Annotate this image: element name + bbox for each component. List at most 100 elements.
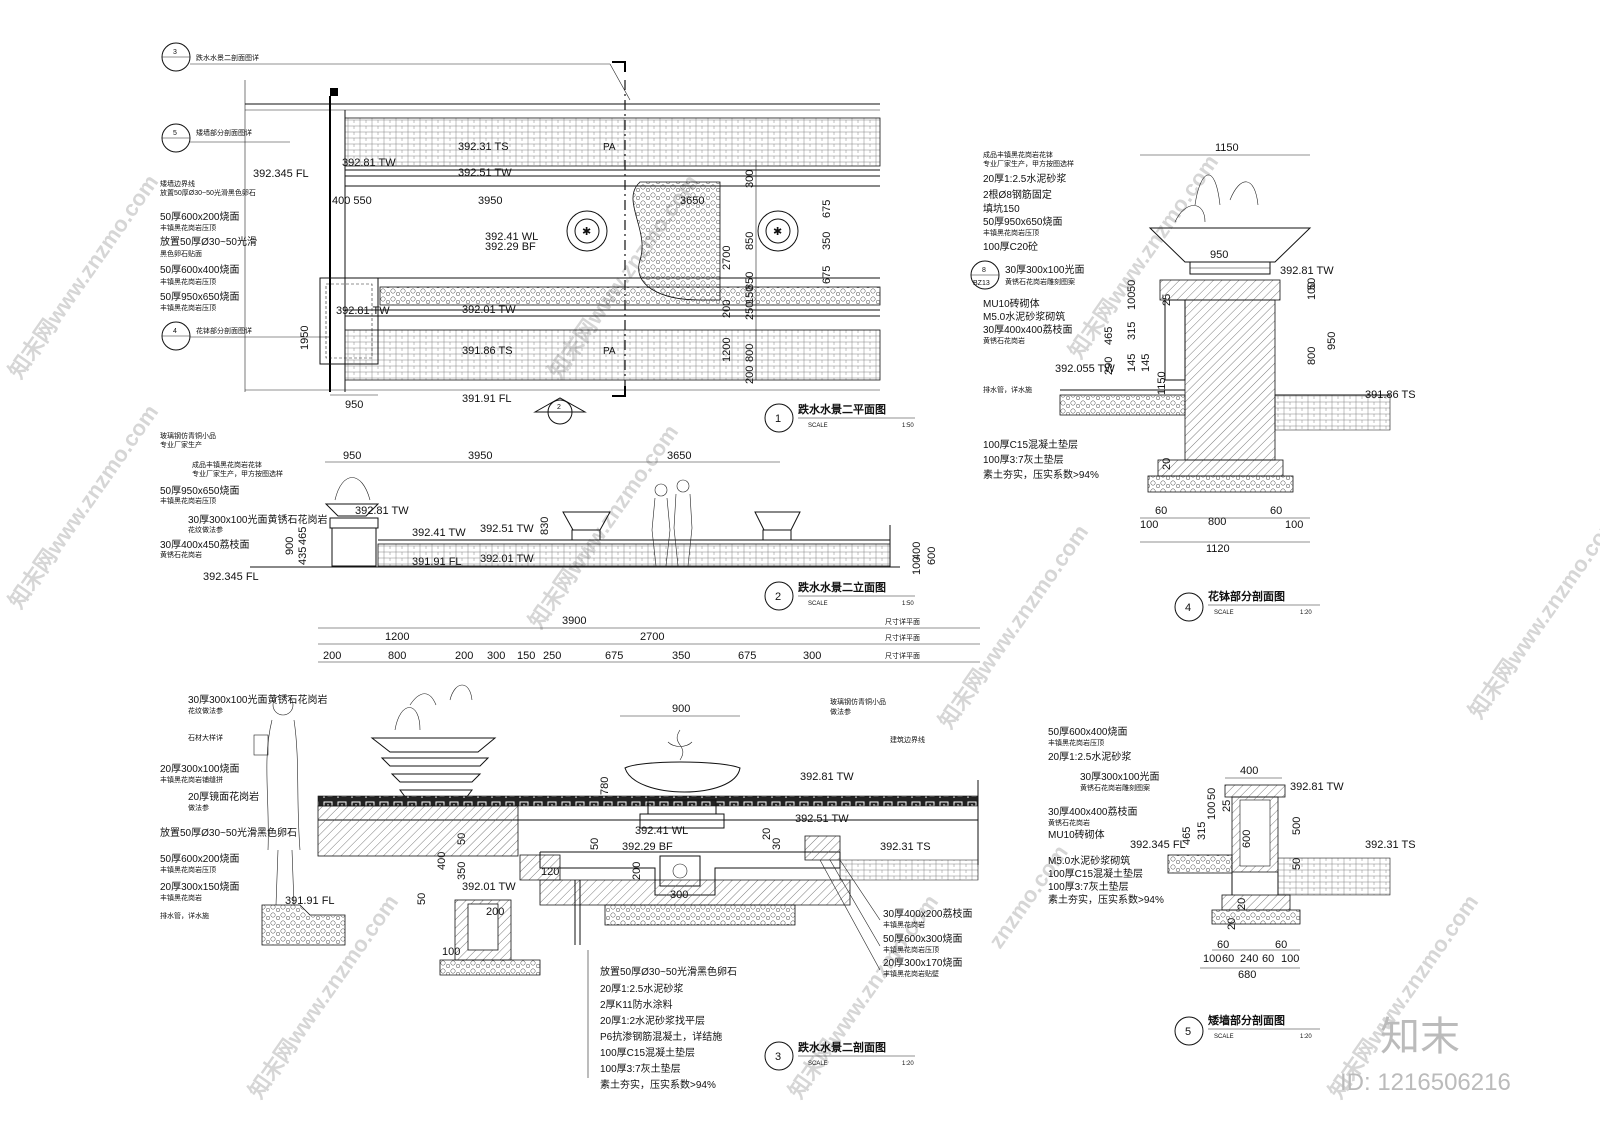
svg-text:50厚600x400烧面: 50厚600x400烧面 bbox=[160, 263, 240, 276]
svg-text:1120: 1120 bbox=[1206, 543, 1230, 555]
svg-text:50: 50 bbox=[1306, 278, 1318, 290]
svg-text:3650: 3650 bbox=[680, 195, 704, 207]
svg-text:392.51 TW: 392.51 TW bbox=[795, 813, 849, 825]
section-mark-2: 2 bbox=[533, 397, 587, 425]
svg-text:丰镇黑花岗岩压顶: 丰镇黑花岗岩压顶 bbox=[160, 496, 216, 505]
lowwall-title: 5 矮墙部分剖面图 SCALE 1:20 bbox=[1174, 1013, 1320, 1046]
svg-text:465: 465 bbox=[1103, 327, 1115, 345]
svg-text:20厚1:2.5水泥砂浆: 20厚1:2.5水泥砂浆 bbox=[983, 172, 1066, 185]
svg-text:435: 435 bbox=[297, 547, 309, 565]
svg-text:250: 250 bbox=[744, 302, 756, 320]
svg-text:50: 50 bbox=[1126, 280, 1138, 292]
svg-text:丰镇黑花岗岩压顶: 丰镇黑花岗岩压顶 bbox=[160, 277, 216, 286]
svg-text:680: 680 bbox=[1238, 969, 1256, 981]
svg-text:放置50厚Ø30~50光滑黑色卵石: 放置50厚Ø30~50光滑黑色卵石 bbox=[160, 826, 297, 839]
svg-text:300: 300 bbox=[487, 650, 505, 662]
svg-text:392.51 TW: 392.51 TW bbox=[480, 523, 534, 535]
svg-text:排水管，详水施: 排水管，详水施 bbox=[983, 385, 1032, 394]
svg-text:50厚950x650烧面: 50厚950x650烧面 bbox=[160, 484, 240, 497]
svg-text:950: 950 bbox=[345, 399, 363, 411]
svg-text:3: 3 bbox=[775, 1051, 781, 1063]
svg-text:200: 200 bbox=[721, 300, 733, 318]
section-planter bbox=[370, 684, 497, 799]
svg-text:60: 60 bbox=[1262, 953, 1274, 965]
svg-text:50厚950x650烧面: 50厚950x650烧面 bbox=[160, 290, 240, 303]
woman-figure bbox=[253, 694, 301, 906]
svg-text:392.41 TW: 392.41 TW bbox=[412, 527, 466, 539]
svg-text:30厚300x100光面黄锈石花岗岩: 30厚300x100光面黄锈石花岗岩 bbox=[188, 513, 328, 526]
svg-text:1:20: 1:20 bbox=[902, 1061, 914, 1067]
svg-text:100: 100 bbox=[442, 946, 460, 958]
svg-text:675: 675 bbox=[738, 650, 756, 662]
svg-text:30厚300x100光面: 30厚300x100光面 bbox=[1005, 263, 1085, 276]
svg-text:花钵部分剖面图详: 花钵部分剖面图详 bbox=[196, 326, 252, 335]
svg-text:392.41 WL: 392.41 WL bbox=[485, 231, 538, 243]
people-figures bbox=[651, 479, 693, 567]
svg-text:PA: PA bbox=[603, 142, 616, 153]
svg-text:2: 2 bbox=[775, 591, 781, 603]
svg-text:150: 150 bbox=[744, 286, 756, 304]
section-view: 3900 1200 2700 200 800 200 300 150 250 6… bbox=[160, 615, 980, 1091]
svg-text:392.81 TW: 392.81 TW bbox=[336, 305, 390, 317]
svg-text:丰镇黑花岗岩压顶: 丰镇黑花岗岩压顶 bbox=[160, 303, 216, 312]
svg-text:花钵部分剖面图: 花钵部分剖面图 bbox=[1208, 589, 1285, 603]
svg-text:392.81 TW: 392.81 TW bbox=[355, 505, 409, 517]
svg-text:391.91 FL: 391.91 FL bbox=[412, 556, 462, 568]
svg-text:2700: 2700 bbox=[721, 246, 733, 270]
svg-text:392.01 TW: 392.01 TW bbox=[480, 553, 534, 565]
svg-text:3: 3 bbox=[173, 49, 177, 56]
svg-text:850: 850 bbox=[744, 272, 756, 290]
svg-text:50: 50 bbox=[1291, 858, 1303, 870]
rosette-1: ✱ bbox=[566, 210, 608, 252]
svg-text:150: 150 bbox=[517, 650, 535, 662]
svg-text:跌水水景二剖面图: 跌水水景二剖面图 bbox=[798, 1040, 886, 1054]
svg-text:25: 25 bbox=[1161, 294, 1173, 306]
svg-text:20: 20 bbox=[1226, 918, 1238, 930]
svg-text:丰镇黑花岗岩压顶: 丰镇黑花岗岩压顶 bbox=[160, 865, 216, 874]
svg-text:200: 200 bbox=[455, 650, 473, 662]
svg-text:392.51 TW: 392.51 TW bbox=[458, 167, 512, 179]
svg-text:尺寸详平面: 尺寸详平面 bbox=[885, 651, 920, 660]
svg-text:392.055 TW: 392.055 TW bbox=[1055, 363, 1115, 375]
svg-text:1200: 1200 bbox=[385, 631, 409, 643]
watermark: 知末网www.znzmo.com bbox=[4, 400, 164, 613]
svg-text:成品丰镇黑花岗岩花钵: 成品丰镇黑花岗岩花钵 bbox=[983, 150, 1053, 159]
svg-text:50厚600x200烧面: 50厚600x200烧面 bbox=[160, 852, 240, 865]
svg-text:600: 600 bbox=[1241, 830, 1253, 848]
svg-text:465: 465 bbox=[297, 527, 309, 545]
svg-text:成品丰镇黑花岗岩花钵: 成品丰镇黑花岗岩花钵 bbox=[192, 460, 262, 469]
svg-text:100: 100 bbox=[1140, 519, 1158, 531]
svg-text:100: 100 bbox=[1281, 953, 1299, 965]
svg-text:400: 400 bbox=[911, 542, 923, 560]
svg-text:SCALE: SCALE bbox=[808, 1061, 828, 1067]
svg-text:200: 200 bbox=[631, 862, 643, 880]
svg-text:填坑150: 填坑150 bbox=[983, 202, 1020, 215]
svg-text:专业厂家生产，甲方按图选样: 专业厂家生产，甲方按图选样 bbox=[983, 159, 1074, 168]
svg-text:30厚400x400荔枝面: 30厚400x400荔枝面 bbox=[1048, 805, 1138, 818]
section-notes-bottom: 放置50厚Ø30~50光滑黑色卵石 20厚1:2.5水泥砂浆 2厚K11防水涂料… bbox=[600, 965, 737, 1091]
svg-text:矮墙部分剖面图详: 矮墙部分剖面图详 bbox=[196, 128, 252, 137]
svg-text:30厚400x400荔枝面: 30厚400x400荔枝面 bbox=[983, 323, 1073, 336]
svg-text:300: 300 bbox=[803, 650, 821, 662]
svg-text:60: 60 bbox=[1270, 505, 1282, 517]
svg-text:2: 2 bbox=[557, 404, 561, 411]
svg-text:P6抗渗钢筋混凝土，详结施: P6抗渗钢筋混凝土，详结施 bbox=[600, 1030, 722, 1043]
svg-text:2厚K11防水涂料: 2厚K11防水涂料 bbox=[600, 998, 673, 1011]
svg-text:矮墙边界线: 矮墙边界线 bbox=[160, 179, 195, 188]
plan-view: 3 跌水水景二剖面图详 5 矮墙部分剖面图详 4 花钵部分剖面图详 bbox=[160, 42, 915, 433]
svg-text:391.91 FL: 391.91 FL bbox=[285, 895, 335, 907]
svg-text:SCALE: SCALE bbox=[808, 601, 828, 607]
watermark: 知末网www.znzmo.com bbox=[4, 170, 164, 383]
svg-text:60: 60 bbox=[1222, 953, 1234, 965]
svg-text:矮墙部分剖面图: 矮墙部分剖面图 bbox=[1208, 1013, 1285, 1027]
tag-8-bz13: 8 BZ13 bbox=[970, 260, 1000, 290]
svg-text:做法参: 做法参 bbox=[830, 707, 851, 716]
svg-text:1150: 1150 bbox=[1156, 371, 1168, 395]
svg-text:SCALE: SCALE bbox=[808, 423, 828, 429]
svg-text:392.345 FL: 392.345 FL bbox=[203, 571, 259, 583]
svg-text:5: 5 bbox=[1185, 1026, 1191, 1038]
svg-text:100: 100 bbox=[1206, 802, 1218, 820]
svg-text:900: 900 bbox=[672, 703, 690, 715]
svg-text:30厚300x100光面黄锈石花岗岩: 30厚300x100光面黄锈石花岗岩 bbox=[188, 693, 328, 706]
